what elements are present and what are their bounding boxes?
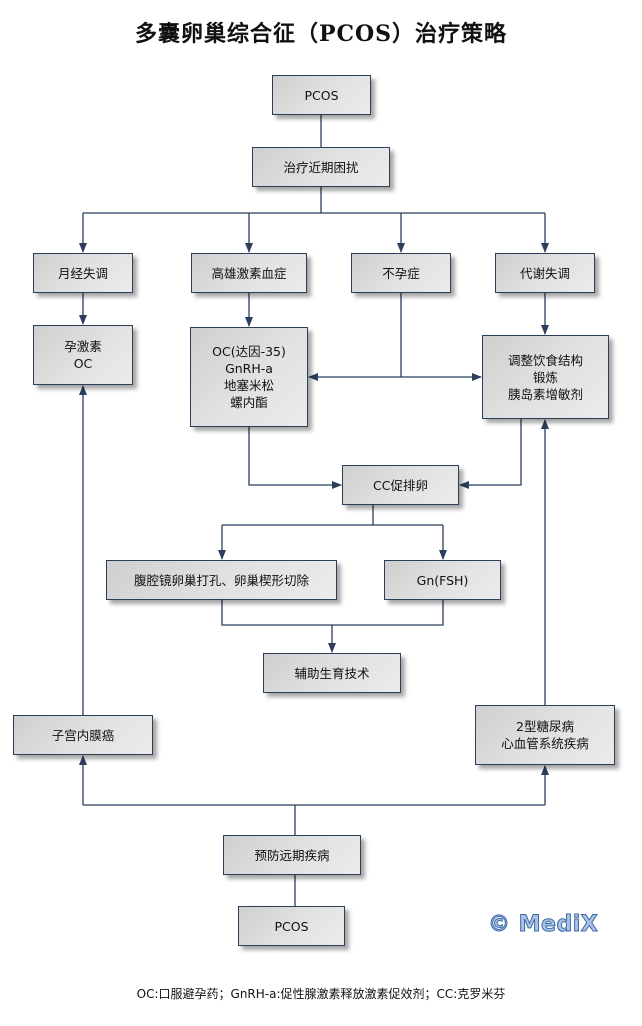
node-label-line: 胰岛素增敏剂 (507, 386, 583, 402)
node-label-line: OC (73, 356, 93, 371)
node-diabetes-cvd: 2型糖尿病心血管系统疾病 (475, 705, 615, 765)
node-label-line: 子宫内膜癌 (51, 727, 115, 743)
node-label-line: 腹腔镜卵巢打孔、卵巢楔形切除 (133, 572, 309, 588)
node-label-line: 辅助生育技术 (294, 665, 370, 681)
node-laparoscopy: 腹腔镜卵巢打孔、卵巢楔形切除 (106, 560, 337, 600)
node-label-line: 月经失调 (57, 265, 108, 281)
node-label-line: 调整饮食结构 (507, 352, 583, 368)
node-label-line: 锻炼 (532, 369, 558, 385)
node-short-term: 治疗近期困扰 (252, 147, 390, 187)
node-label-line: CC促排卵 (373, 477, 428, 493)
node-label-line: 不孕症 (382, 265, 420, 281)
node-menstrual: 月经失调 (33, 253, 133, 293)
node-label-line: 高雄激素血症 (211, 265, 287, 281)
node-label-line: Gn(FSH) (416, 572, 469, 588)
diagram-title: 多囊卵巢综合征（PCOS）治疗策略 (134, 21, 508, 47)
edge-merge-bus (221, 600, 444, 626)
node-label-line: 孕激素 (64, 339, 102, 354)
node-label-line: PCOS (304, 87, 339, 103)
node-hyperandrogen: 高雄激素血症 (191, 253, 307, 293)
node-pcos-top: PCOS (272, 75, 371, 115)
node-pcos-bottom: PCOS (238, 906, 345, 946)
node-label-line: 代谢失调 (519, 265, 570, 281)
node-cc-ovulation: CC促排卵 (342, 465, 459, 505)
node-label-line: PCOS (274, 918, 309, 934)
node-gn-fsh: Gn(FSH) (384, 560, 501, 600)
node-progestin: 孕激素 OC (33, 325, 133, 385)
node-art: 辅助生育技术 (263, 653, 401, 693)
node-label-line: 2型糖尿病 (516, 719, 574, 734)
abbreviation-legend: OC:口服避孕药；GnRH-a:促性腺激素释放激素促效剂；CC:克罗米芬 (136, 987, 506, 1001)
node-label-line: 预防远期疾病 (254, 847, 330, 863)
node-metabolic: 代谢失调 (495, 253, 595, 293)
node-label-line: 螺内酯 (230, 395, 268, 410)
node-label-line: GnRH-a (225, 361, 273, 376)
edge-lifestyle-to-cc (459, 419, 522, 489)
node-label-line: 心血管系统疾病 (501, 736, 589, 751)
node-androgen-treatment: OC(达因-35) GnRH-a 地塞米松螺内酯 (190, 327, 308, 427)
node-lifestyle: 调整饮食结构锻炼胰岛素增敏剂 (482, 335, 609, 419)
node-endometrial-cancer: 子宫内膜癌 (13, 715, 153, 755)
node-long-term: 预防远期疾病 (223, 835, 361, 875)
node-label-line: OC(达因-35) (212, 344, 286, 359)
edge-androgen-to-cc (248, 427, 342, 489)
node-infertility: 不孕症 (351, 253, 451, 293)
watermark: © MediX (487, 912, 599, 938)
node-label-line: 治疗近期困扰 (283, 159, 359, 175)
node-label-line: 地塞米松 (223, 378, 274, 393)
